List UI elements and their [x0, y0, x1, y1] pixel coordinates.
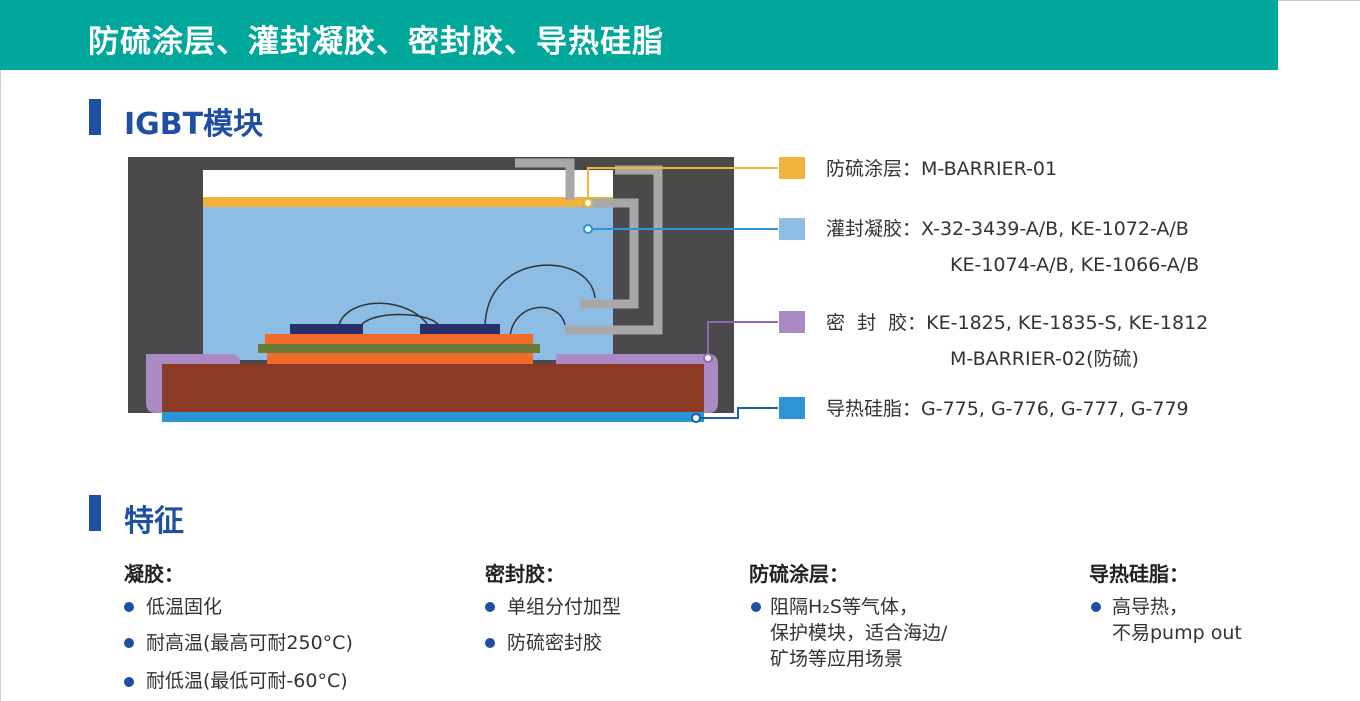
feature-heading-coating: 防硫涂层： [749, 562, 849, 586]
feature-item: 低温固化 [146, 596, 223, 618]
legend-label: 导热硅脂： [826, 398, 922, 420]
legend-entry-sealant-line2: M-BARRIER-02(防硫) [950, 348, 1139, 370]
dbc-lower-copper [267, 352, 533, 364]
legend-entry-gel: 灌封凝胶：X-32-3439-A/B, KE-1072-A/B [826, 217, 1189, 241]
feature-item: 单组分付加型 [507, 596, 622, 618]
bond-wire-big [484, 264, 596, 329]
leader-line-grease [698, 407, 778, 419]
legend-value: M-BARRIER-01 [921, 158, 1058, 180]
terminal-lead-right [565, 165, 663, 335]
feature-item: 高导热， [1112, 596, 1189, 618]
bullet-icon [124, 638, 134, 648]
legend-value: KE-1825, KE-1835-S, KE-1812 [926, 312, 1209, 334]
feature-item: 矿场等应用场景 [770, 648, 904, 670]
legend-entry-sealant: 密 封 胶：KE-1825, KE-1835-S, KE-1812 [826, 311, 1208, 335]
legend-label: 灌封凝胶： [826, 218, 922, 240]
chip-right [420, 324, 500, 334]
feature-item: 保护模块，适合海边/ [770, 622, 948, 644]
leader-dot-grease [691, 413, 701, 423]
feature-item: 耐高温(最高可耐250°C) [146, 632, 353, 654]
leader-line-coating [587, 167, 778, 203]
feature-item: 防硫密封胶 [507, 632, 603, 654]
legend-value: X-32-3439-A/B, KE-1072-A/B [921, 218, 1189, 240]
leader-line-sealant [707, 321, 778, 356]
bond-wire-center [359, 313, 441, 329]
legend-entry-gel-line2: KE-1074-A/B, KE-1066-A/B [950, 254, 1200, 276]
legend-swatch-gel [779, 218, 805, 240]
leader-dot-sealant [703, 353, 713, 363]
terminal-lead-outer [580, 198, 639, 309]
top-right-divider [1278, 0, 1360, 1]
legend-swatch-grease [779, 397, 805, 419]
feature-item: 耐低温(最低可耐-60°C) [146, 670, 348, 692]
section-title-igbt: IGBT模块 [124, 107, 264, 142]
legend-label: 密 封 胶： [826, 312, 927, 334]
feature-heading-sealant: 密封胶： [485, 562, 565, 586]
leader-dot-gel [583, 224, 593, 234]
leader-dot-coating [583, 198, 593, 208]
feature-item: 不易pump out [1112, 622, 1242, 644]
terminal-lead-inner [515, 158, 575, 200]
legend-swatch-coating [779, 157, 805, 179]
potting-gel-region [203, 200, 613, 360]
bullet-icon [751, 602, 761, 612]
section-title-features: 特征 [124, 504, 184, 539]
anti-sulfur-coating-layer [203, 197, 613, 207]
feature-heading-gel: 凝胶： [124, 562, 184, 586]
feature-item: 阻隔H₂S等气体， [770, 596, 918, 618]
bullet-icon [124, 677, 134, 687]
legend-swatch-sealant [779, 311, 805, 333]
title-banner: 防硫涂层、灌封凝胶、密封胶、导热硅脂 [0, 0, 1278, 70]
bullet-icon [1091, 602, 1101, 612]
section-accent-bar [89, 99, 101, 135]
bullet-icon [485, 602, 495, 612]
chip-left [290, 324, 363, 334]
legend-entry-coating: 防硫涂层：M-BARRIER-01 [826, 157, 1057, 181]
base-substrate [162, 364, 704, 412]
legend-label: 防硫涂层： [826, 158, 922, 180]
page-title: 防硫涂层、灌封凝胶、密封胶、导热硅脂 [88, 24, 664, 60]
dbc-upper-copper [265, 334, 533, 344]
section-accent-bar [89, 495, 101, 531]
housing-cavity-air [203, 170, 613, 200]
bond-wire-left [337, 302, 431, 329]
bullet-icon [485, 638, 495, 648]
legend-value: G-775, G-776, G-777, G-779 [921, 398, 1189, 420]
bullet-icon [124, 602, 134, 612]
bond-wire-right [509, 306, 566, 337]
left-border-line [0, 70, 1, 701]
feature-heading-grease: 导热硅脂： [1089, 562, 1189, 586]
dbc-ceramic [258, 344, 540, 353]
legend-entry-grease: 导热硅脂：G-775, G-776, G-777, G-779 [826, 397, 1189, 421]
thermal-grease-layer [162, 412, 704, 422]
